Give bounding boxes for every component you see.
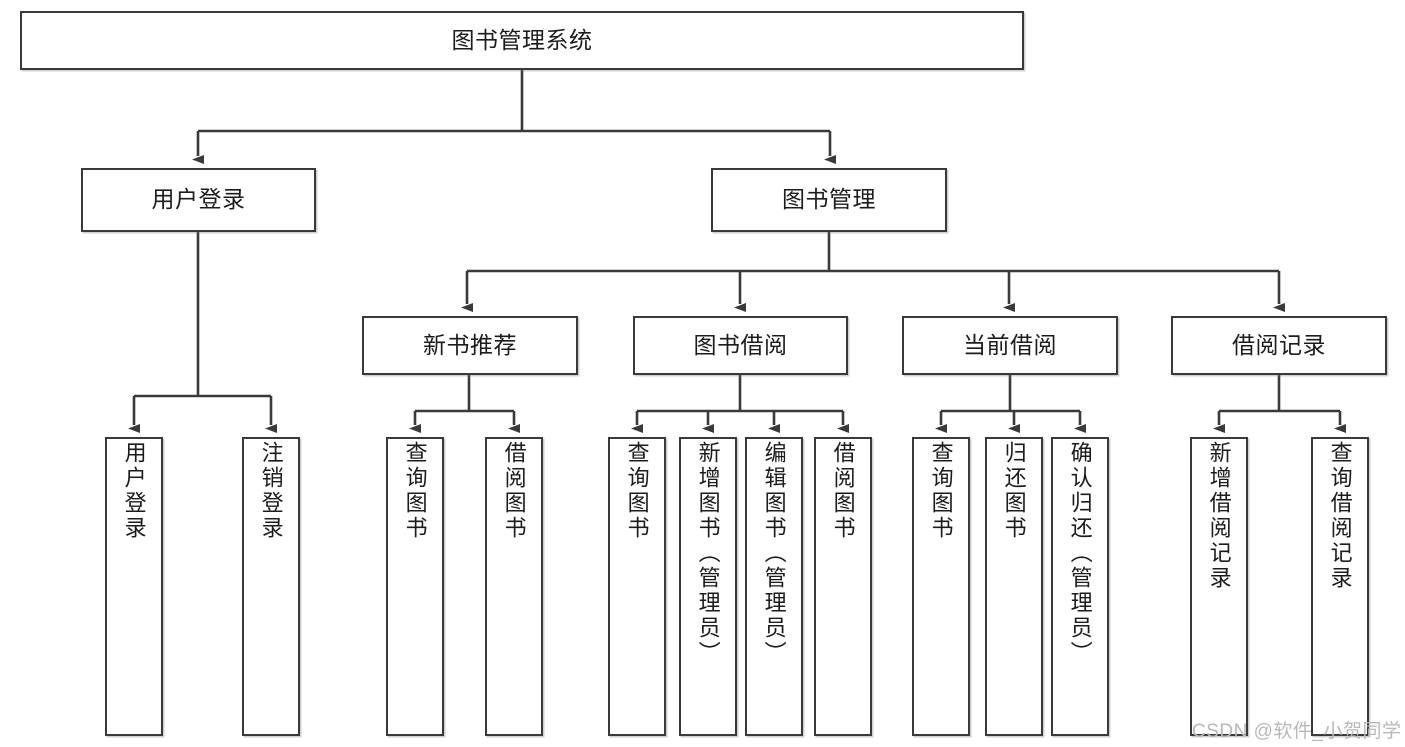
node-book-borrow[interactable]: 图书借阅 bbox=[633, 316, 848, 375]
node-label: 编辑图书（管理员） bbox=[761, 441, 787, 666]
node-label: 新书推荐 bbox=[423, 331, 517, 358]
node-label: 注销登录 bbox=[258, 441, 284, 541]
node-new-book-recommend[interactable]: 新书推荐 bbox=[362, 316, 578, 375]
node-leaf-query-books-current[interactable]: 查询图书 bbox=[912, 437, 970, 736]
csdn-watermark: CSDN @软件_小贺同学 bbox=[1192, 721, 1402, 742]
node-leaf-return-books[interactable]: 归还图书 bbox=[985, 437, 1043, 736]
node-leaf-query-books-borrow[interactable]: 查询图书 bbox=[608, 437, 666, 736]
node-label: 当前借阅 bbox=[963, 331, 1057, 358]
node-leaf-logout-login[interactable]: 注销登录 bbox=[242, 437, 300, 736]
node-borrow-record[interactable]: 借阅记录 bbox=[1171, 316, 1387, 375]
node-leaf-confirm-return-admin[interactable]: 确认归还（管理员） bbox=[1051, 437, 1109, 736]
node-leaf-edit-book-admin[interactable]: 编辑图书（管理员） bbox=[745, 437, 803, 736]
node-label: 新增图书（管理员） bbox=[695, 441, 721, 666]
node-label: 新增借阅记录 bbox=[1206, 441, 1232, 591]
node-label: 借阅图书 bbox=[501, 441, 527, 541]
node-leaf-borrow-books[interactable]: 借阅图书 bbox=[814, 437, 872, 736]
node-user-login[interactable]: 用户登录 bbox=[81, 168, 316, 232]
node-leaf-query-books-recommend[interactable]: 查询图书 bbox=[386, 437, 444, 736]
node-leaf-query-borrow-record[interactable]: 查询借阅记录 bbox=[1311, 437, 1369, 736]
node-current-borrow[interactable]: 当前借阅 bbox=[902, 316, 1118, 375]
node-label: 借阅图书 bbox=[830, 441, 856, 541]
node-leaf-user-login[interactable]: 用户登录 bbox=[105, 437, 163, 736]
node-label: 用户登录 bbox=[151, 186, 246, 213]
node-leaf-add-book-admin[interactable]: 新增图书（管理员） bbox=[679, 437, 737, 736]
node-label: 图书借阅 bbox=[693, 331, 788, 358]
node-label: 归还图书 bbox=[1001, 441, 1027, 541]
node-label: 借阅记录 bbox=[1232, 331, 1326, 358]
node-label: 用户登录 bbox=[121, 441, 147, 541]
node-leaf-borrow-books-recommend[interactable]: 借阅图书 bbox=[485, 437, 543, 736]
node-label: 查询图书 bbox=[402, 441, 428, 541]
node-label: 查询图书 bbox=[928, 441, 954, 541]
node-label: 图书管理 bbox=[782, 186, 876, 213]
node-book-management[interactable]: 图书管理 bbox=[711, 168, 947, 232]
node-label: 查询借阅记录 bbox=[1327, 441, 1353, 591]
node-label: 确认归还（管理员） bbox=[1067, 441, 1093, 666]
node-system-title[interactable]: 图书管理系统 bbox=[20, 11, 1024, 70]
node-leaf-add-borrow-record[interactable]: 新增借阅记录 bbox=[1190, 437, 1248, 736]
node-label: 图书管理系统 bbox=[451, 26, 593, 53]
node-label: 查询图书 bbox=[624, 441, 650, 541]
